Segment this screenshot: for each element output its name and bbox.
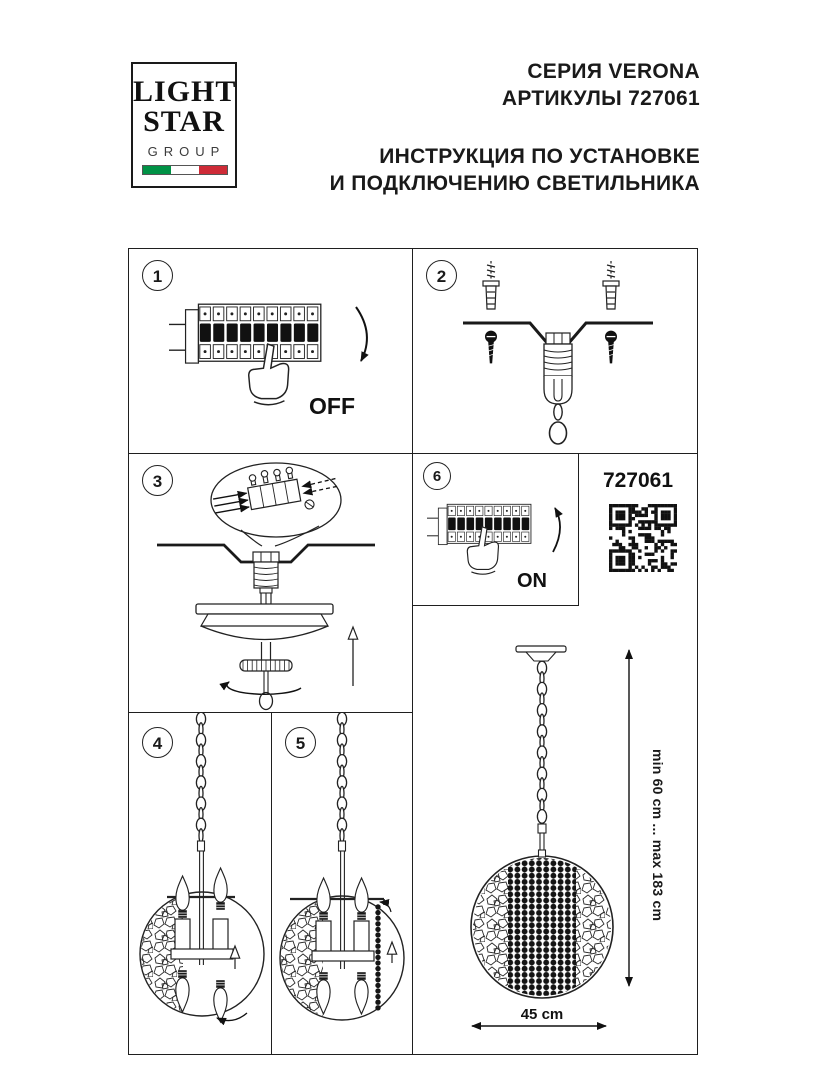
terminal-block-icon [212,466,337,514]
full-fixture-illustration [470,645,633,1030]
step-2-badge: 2 [426,260,457,291]
articles-line: АРТИКУЛЫ 727061 [501,87,700,110]
crystal-texture [576,858,611,996]
step-4-badge: 4 [142,727,173,758]
off-label: OFF [309,393,355,419]
bead-strand [375,904,381,1011]
wiring-and-canopy-illustration [157,462,375,711]
insert-arrow-icon [216,1012,248,1026]
ceiling-canopy [195,603,334,615]
chain [536,660,548,824]
wall-plug-icon [482,260,500,310]
candle-bulb-icon [213,979,228,1023]
sphere-outline [279,895,405,1021]
lightstar-logo: LIGHT STAR GROUP [131,62,237,188]
right-panel: 6 ON 727061 [413,454,697,1054]
article-number: 727061 [602,469,674,492]
title-line-1: ИНСТРУКЦИЯ ПО УСТАНОВКЕ [379,145,700,168]
step-1-panel: 1 OFF [129,249,413,454]
height-dimension-label: min 60 cm ... max 183 cm [650,749,666,922]
turn-on-arrow-icon [552,507,563,553]
wall-plug-icon [602,260,620,310]
screw-icon [604,330,618,364]
logo-word-group: GROUP [147,144,226,159]
breaker-off-illustration [168,303,369,406]
chain [336,713,348,844]
step-6-badge: 6 [423,462,451,490]
italian-flag-icon [142,165,228,175]
document-header: СЕРИЯ VERONA АРТИКУЛЫ 727061 ИНСТРУКЦИЯ … [330,58,700,197]
series-line: СЕРИЯ VERONA [527,60,700,83]
bracket-mounting-illustration [463,260,653,445]
title-line-2: И ПОДКЛЮЧЕНИЮ СВЕТИЛЬНИКА [329,172,700,195]
ceiling-canopy [515,645,567,653]
step-3-panel: 3 [129,454,413,713]
step-6-panel: 6 ON [413,454,579,606]
sphere-outline [139,891,265,1017]
chain [195,713,207,844]
step-2-panel: 2 [413,249,697,454]
step-4-panel: 4 [129,713,272,1054]
step-5-badge: 5 [285,727,316,758]
step-1-badge: 1 [142,260,173,291]
on-label: ON [517,570,547,592]
bead-curtain [508,858,576,996]
logo-word-star: STAR [143,105,225,138]
screw-icon [484,330,498,364]
chandelier-strand-illustration [279,713,405,1021]
rotate-arrow-icon [219,681,302,695]
step-5-panel: 5 [272,713,413,1054]
turn-off-arrow-icon [355,306,369,362]
hook-arrow-icon [379,899,392,913]
qr-code [609,504,677,572]
breaker-on-illustration [426,503,563,575]
steps-grid: 1 OFF 2 [128,248,698,1055]
crystal-texture [473,858,508,996]
candle-bulb-icon [354,877,369,921]
chandelier-bulbs-illustration [139,713,265,1026]
width-dimension-label: 45 cm [520,1006,564,1023]
candle-bulb-icon [213,867,228,911]
step-3-badge: 3 [142,465,173,496]
logo-word-light: LIGHT [133,75,237,108]
candle-bulb-icon [354,971,369,1015]
